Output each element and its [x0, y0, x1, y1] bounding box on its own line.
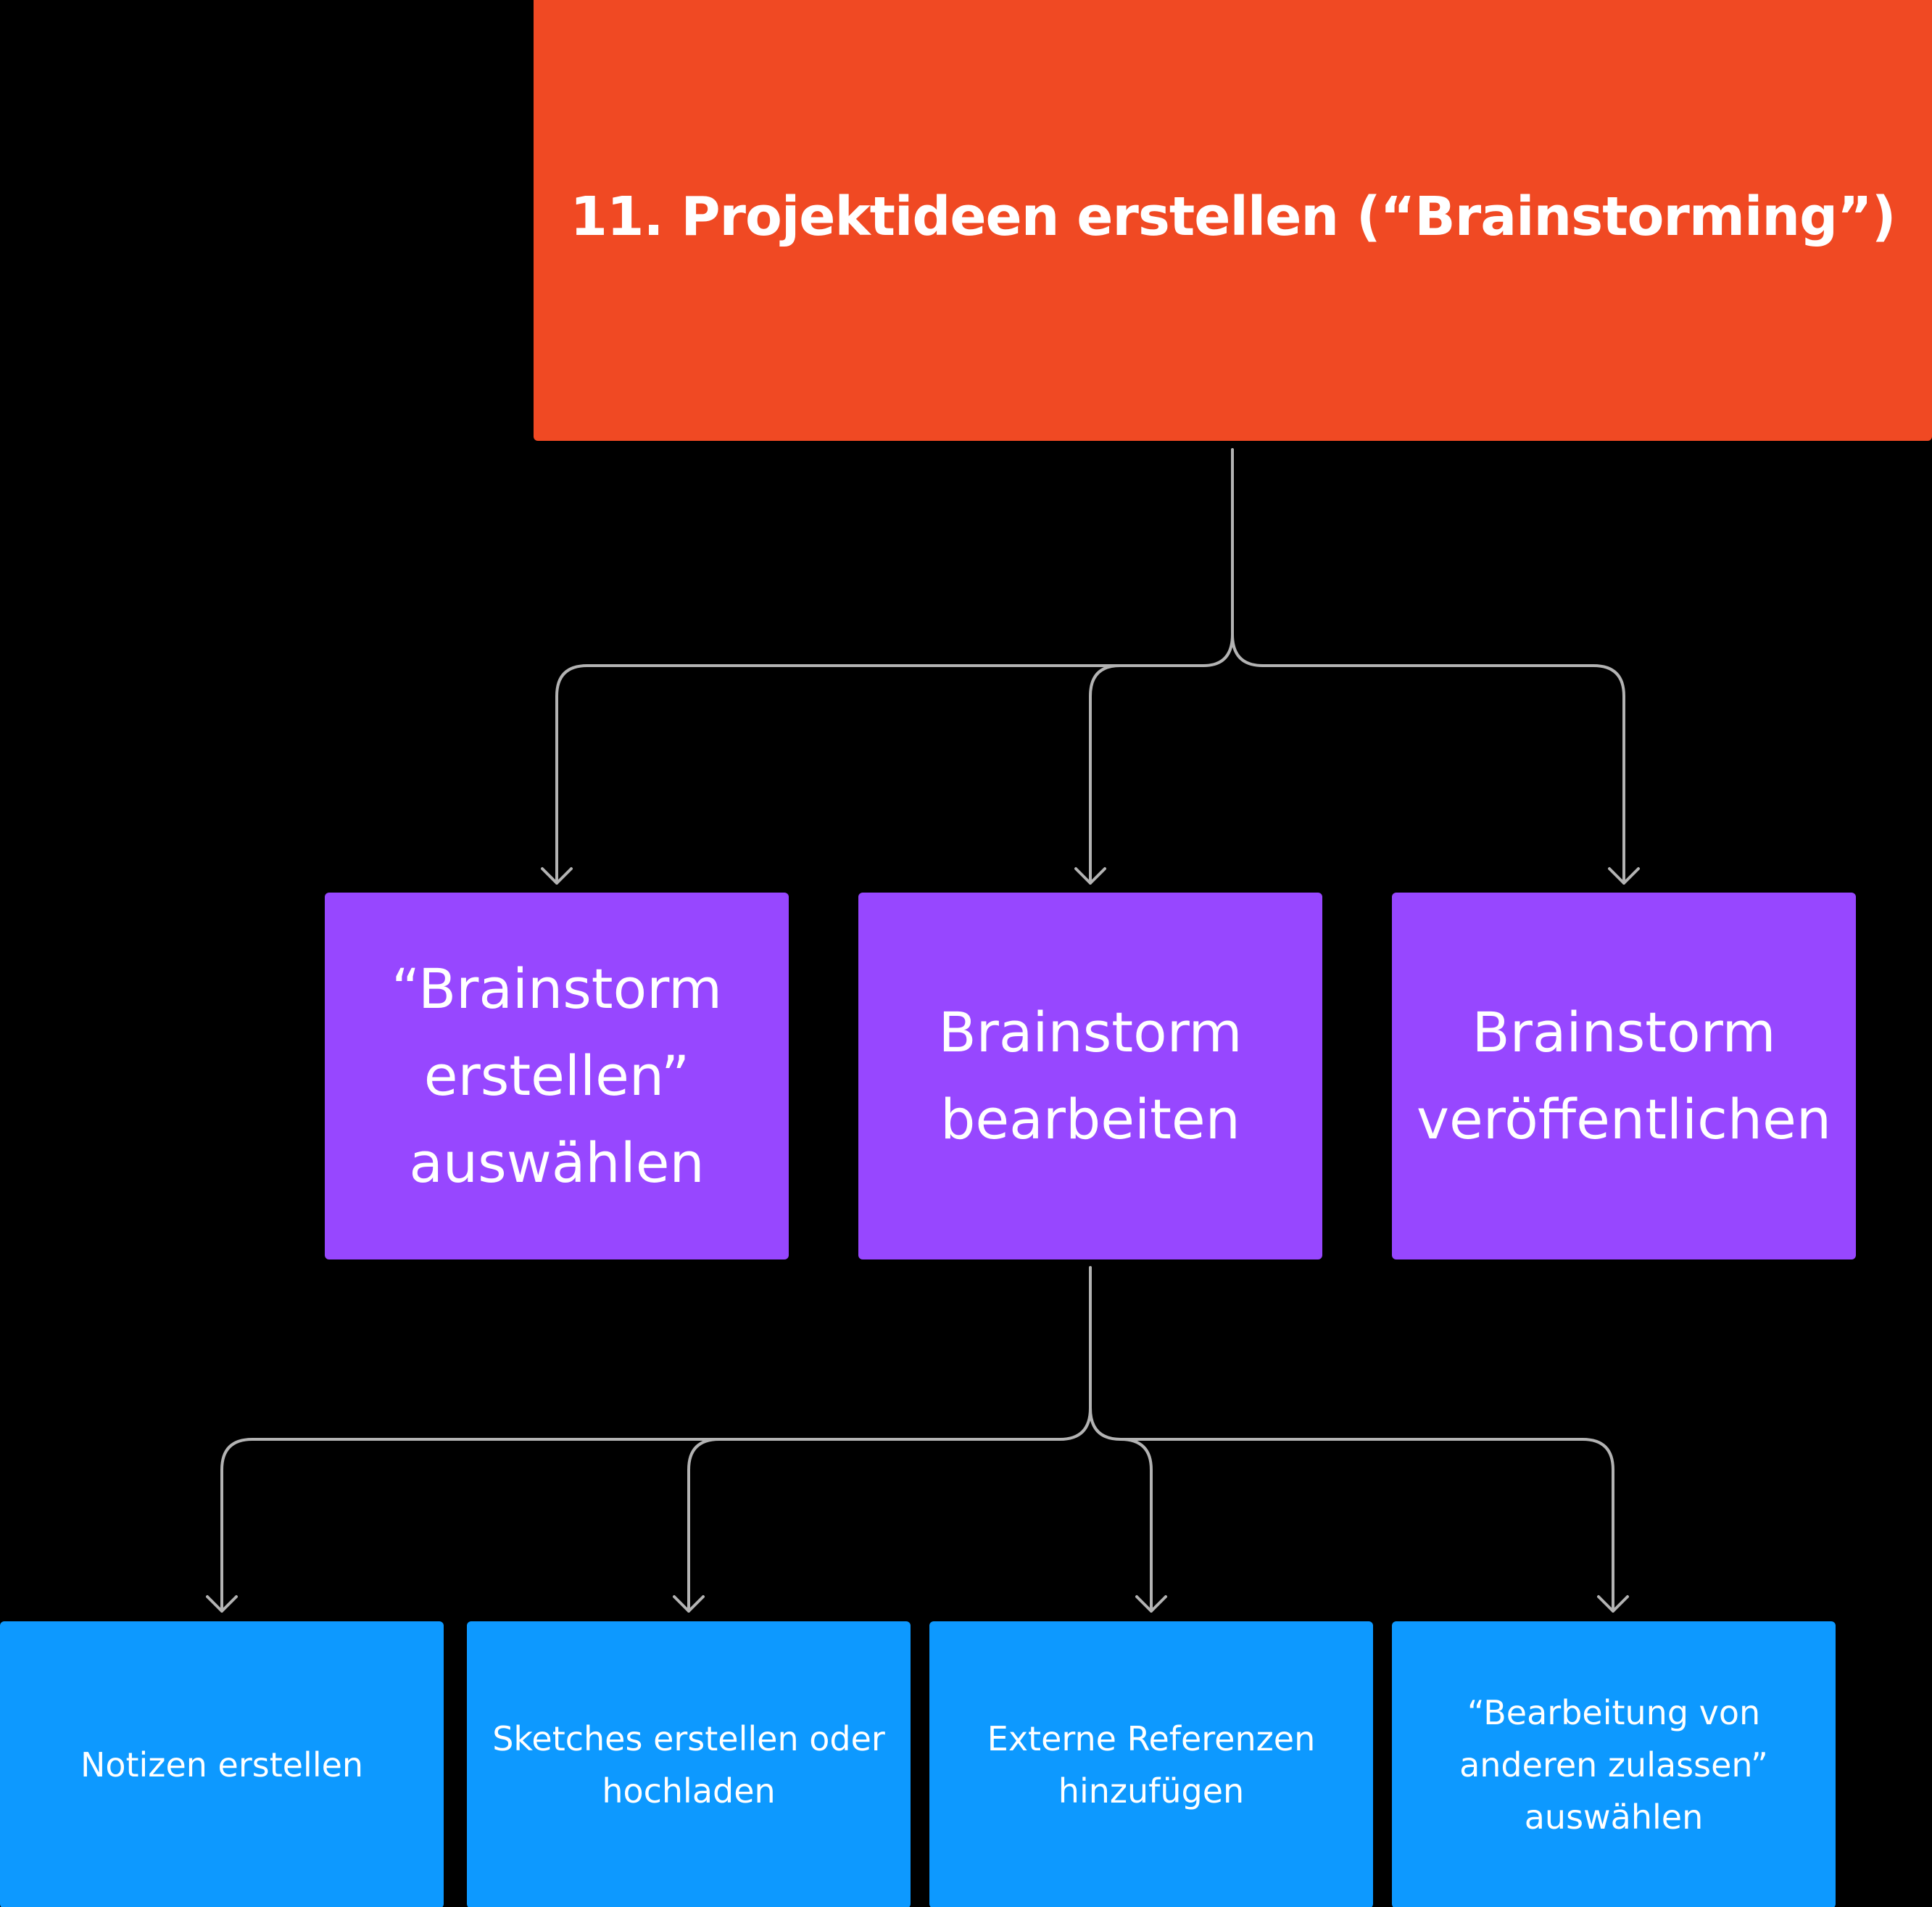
- root-node: 11. Projektideen erstellen (“Brainstormi…: [534, 0, 1932, 441]
- arrowhead-node-2: [1074, 867, 1106, 885]
- arrowhead-permissions: [1597, 1595, 1629, 1613]
- node-create-notes: Notizen erstellen: [0, 1621, 444, 1907]
- node-allow-editing: “Bearbeitung von anderen zulassen” auswä…: [1392, 1621, 1836, 1907]
- node-external-references-label: Externe Referenzen hinzufügen: [987, 1719, 1316, 1811]
- connector-root-to-node-2: [1089, 664, 1122, 885]
- node-create-brainstorm-label: “Brainstorm erstellen” auswählen: [391, 956, 723, 1195]
- node-publish-brainstorm: Brainstorm veröffentlichen: [1392, 893, 1856, 1259]
- arrowhead-notes: [206, 1595, 238, 1613]
- node-sketches-label: Sketches erstellen oder hochladen: [492, 1719, 885, 1811]
- node-allow-editing-label: “Bearbeitung von anderen zulassen” auswä…: [1459, 1693, 1768, 1837]
- connector-edit-to-sketches: [687, 1438, 721, 1613]
- node-publish-brainstorm-label: Brainstorm veröffentlichen: [1416, 1000, 1831, 1151]
- connector-root-to-node-1: [555, 664, 1205, 885]
- connector-edit-trunk: [1058, 1266, 1092, 1441]
- node-external-references: Externe Referenzen hinzufügen: [929, 1621, 1373, 1907]
- node-create-brainstorm: “Brainstorm erstellen” auswählen: [325, 893, 789, 1259]
- arrowhead-node-3: [1608, 867, 1640, 885]
- node-edit-brainstorm: Brainstorm bearbeiten: [858, 893, 1322, 1259]
- connector-root-to-node-3: [1231, 633, 1625, 885]
- root-node-label: 11. Projektideen erstellen (“Brainstormi…: [570, 186, 1896, 248]
- connector-root-trunk: [1202, 448, 1234, 667]
- connector-edit-to-permissions: [1119, 1438, 1614, 1613]
- connector-edit-to-notes: [220, 1438, 1061, 1613]
- arrowhead-sketches: [673, 1595, 705, 1613]
- node-edit-brainstorm-label: Brainstorm bearbeiten: [938, 1000, 1243, 1151]
- node-create-notes-label: Notizen erstellen: [80, 1745, 364, 1784]
- arrowhead-references: [1135, 1595, 1167, 1613]
- node-sketches: Sketches erstellen oder hochladen: [467, 1621, 911, 1907]
- arrowhead-node-1: [541, 867, 573, 885]
